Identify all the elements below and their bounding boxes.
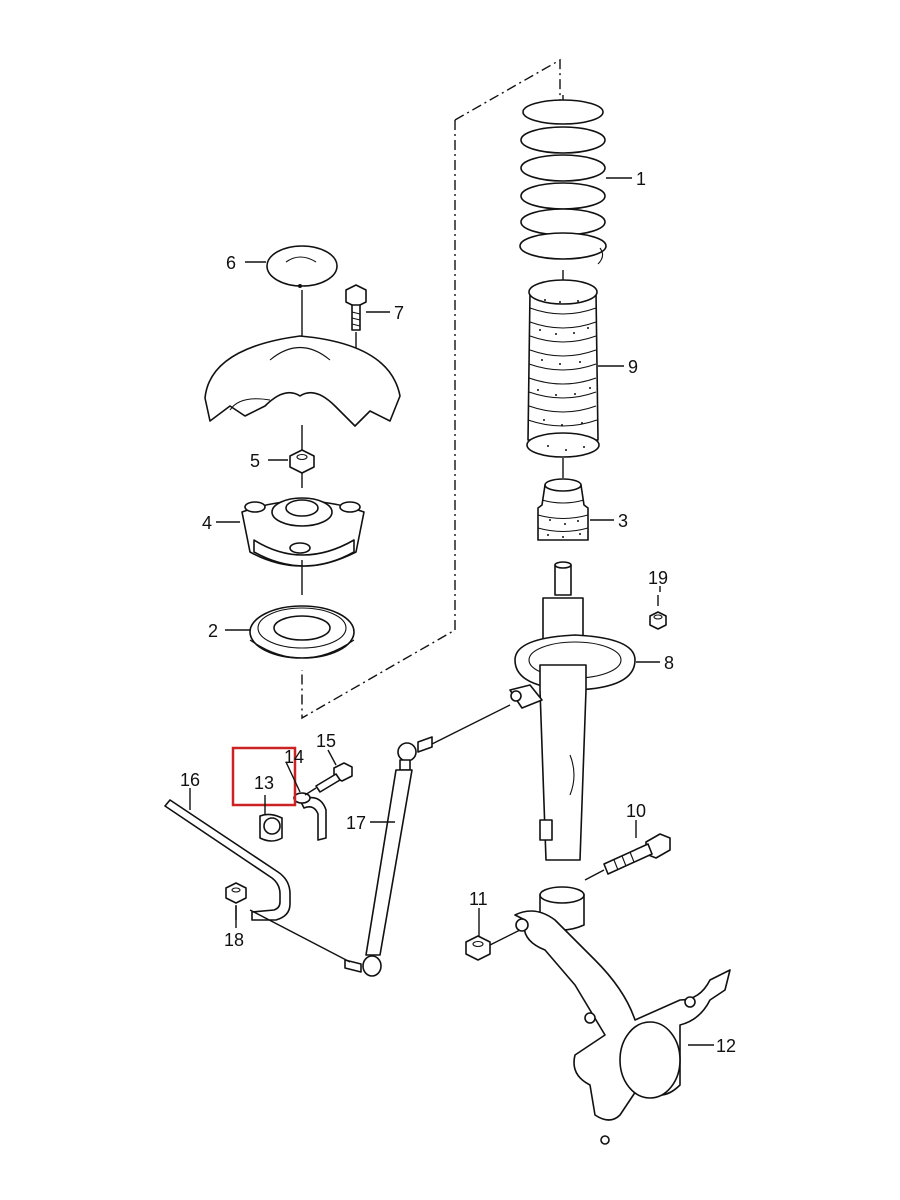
label-11: 11: [469, 889, 488, 909]
part-17-stabilizer-link[interactable]: [344, 704, 511, 977]
part-2-bearing[interactable]: [249, 605, 355, 659]
part-3-bump-stop[interactable]: [537, 458, 589, 541]
label-19: 19: [648, 568, 668, 588]
label-4: 4: [202, 513, 212, 533]
label-5: 5: [250, 451, 260, 471]
assembly-boundary-line-left: [301, 120, 456, 720]
label-7: 7: [394, 303, 404, 323]
part-9-dust-boot[interactable]: [526, 270, 600, 458]
part-19-nut[interactable]: [649, 595, 667, 630]
label-6: 6: [226, 253, 236, 273]
part-14-clamp[interactable]: [293, 792, 327, 841]
part-12-steering-knuckle[interactable]: [514, 886, 731, 1145]
label-10: 10: [626, 801, 646, 821]
label-3: 3: [618, 511, 628, 531]
part-11-nut[interactable]: [465, 929, 521, 961]
label-12: 12: [716, 1036, 736, 1056]
assembly-boundary-line: [454, 58, 561, 121]
label-17: 17: [346, 813, 366, 833]
leader-lines: [189, 177, 714, 1046]
part-16-stabilizer-bar[interactable]: [164, 799, 351, 963]
part-8-strut-assembly[interactable]: [509, 561, 636, 861]
label-14: 14: [284, 747, 304, 767]
label-13: 13: [254, 773, 274, 793]
label-15: 15: [316, 731, 336, 751]
label-16: 16: [180, 770, 200, 790]
part-6-cap[interactable]: [266, 245, 338, 360]
part-10-bolt[interactable]: [584, 833, 671, 881]
part-15-bolt[interactable]: [304, 762, 353, 796]
label-1: 1: [636, 169, 646, 189]
part-5-nut[interactable]: [289, 425, 315, 474]
label-9: 9: [628, 357, 638, 377]
highlight-box-13: [231, 746, 297, 807]
part-1-coil-spring[interactable]: [519, 95, 607, 265]
part-4-strut-mount[interactable]: [241, 473, 365, 595]
heat-shield[interactable]: [204, 335, 401, 427]
label-8: 8: [664, 653, 674, 673]
label-2: 2: [208, 621, 218, 641]
label-18: 18: [224, 930, 244, 950]
part-13-bush[interactable]: [259, 813, 283, 842]
